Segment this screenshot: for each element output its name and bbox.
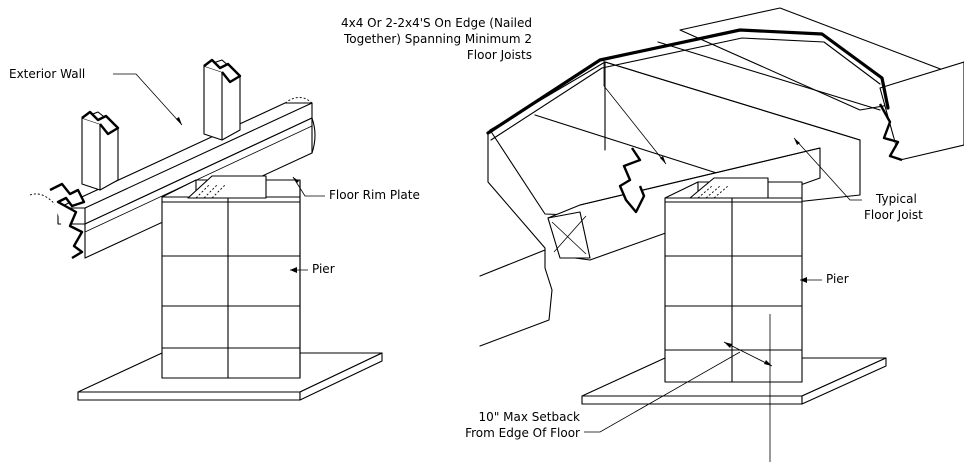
label-setback-2: From Edge Of Floor [465, 426, 580, 440]
label-pier-right: Pier [826, 272, 849, 286]
right-pier [664, 177, 803, 383]
label-joist-support-1: 4x4 Or 2-2x4'S On Edge (Nailed [340, 16, 532, 30]
left-pier [161, 175, 301, 379]
setback-dimension [723, 341, 773, 367]
floor-rim-plate-leader [292, 176, 325, 197]
label-floor-rim-plate: Floor Rim Plate [329, 188, 420, 202]
label-joist-support-2: Together) Spanning Minimum 2 [344, 32, 532, 46]
joist-support-leader [603, 60, 667, 165]
spanning-beam-top [486, 28, 890, 135]
label-typical-floor-joist-1: Typical [876, 192, 917, 206]
exterior-wall-leader [113, 73, 183, 126]
spanning-beam-under [490, 37, 881, 141]
label-joist-support-3: Floor Joists [466, 48, 532, 62]
right-side-wall [479, 132, 553, 347]
right-far-joist-end [879, 61, 964, 161]
typical-floor-joist-leader [793, 137, 862, 201]
label-typical-floor-joist-2: Floor Joist [864, 208, 923, 222]
label-exterior-wall: Exterior Wall [9, 67, 86, 81]
right-break-mark-1 [618, 147, 646, 214]
right-break-mark-2 [878, 103, 903, 162]
setback-leader [584, 351, 741, 433]
left-break-mark [49, 182, 86, 260]
left-studs [81, 58, 242, 191]
label-setback-1: 10" Max Setback [478, 410, 580, 424]
label-pier-left: Pier [312, 262, 335, 276]
left-detail [29, 58, 383, 401]
right-detail [479, 7, 964, 462]
